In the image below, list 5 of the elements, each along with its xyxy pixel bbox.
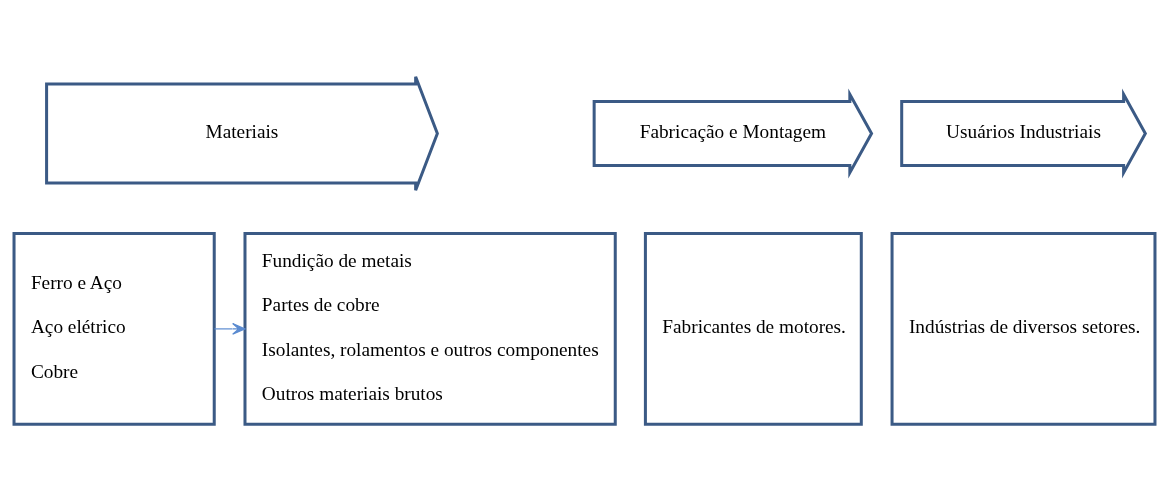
node-box: Fabricantes de motores. bbox=[643, 231, 863, 426]
node-box: Ferro e Aço Aço elétrico Cobre bbox=[12, 231, 216, 426]
node-box: Indústrias de diversos setores. bbox=[890, 231, 1157, 426]
node-box: Fundição de metais Partes de cobre Isolantes, rolamentos e outros componentes Outros materiais brutos bbox=[243, 231, 617, 426]
arrow bbox=[213, 322, 246, 335]
